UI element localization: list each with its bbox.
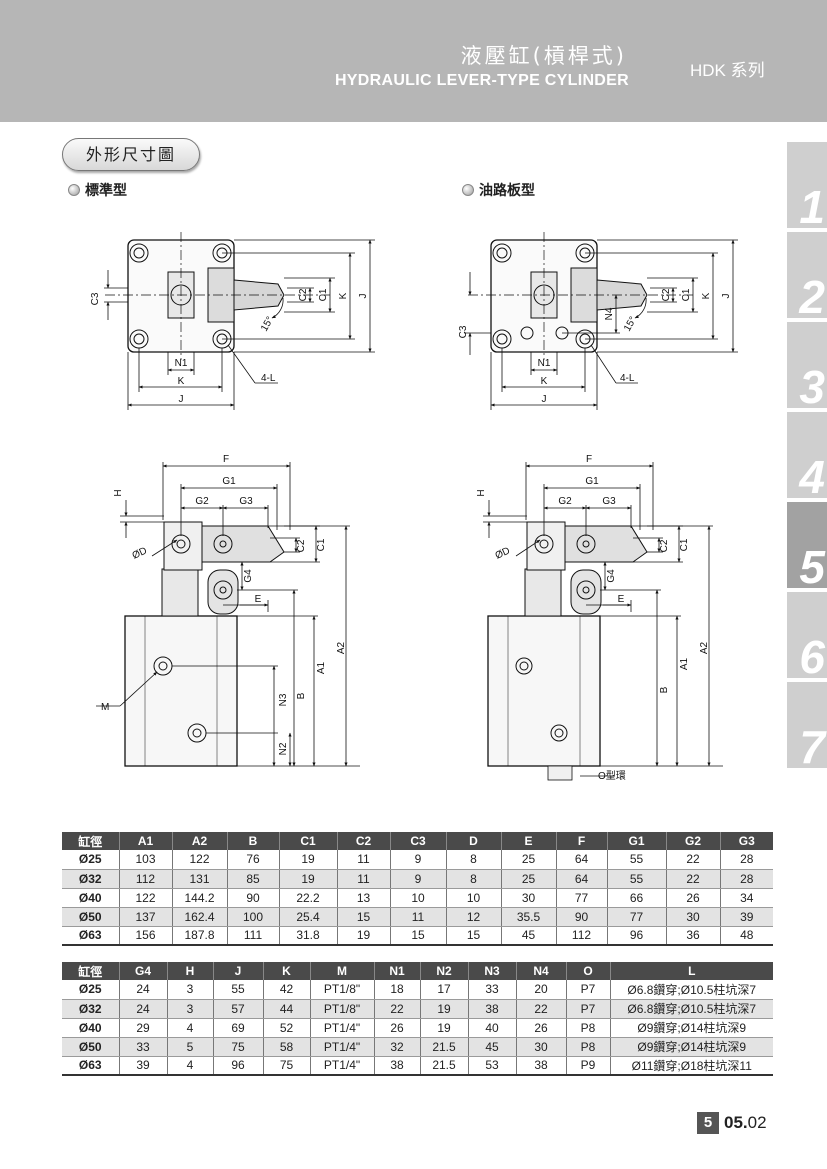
technical-drawings: C3 C2 C1 K J N1 K J 4-L 15°	[90, 232, 738, 782]
page-number-sub: 02	[747, 1113, 767, 1132]
label-n4: N4	[604, 307, 615, 320]
label-a1-manifold: A1	[679, 657, 690, 670]
label-j-manifold: J	[721, 294, 732, 299]
label-k-horizontal: K	[178, 376, 185, 387]
label-c1-manifold: C1	[681, 288, 692, 301]
label-k-horizontal-manifold: K	[541, 376, 548, 387]
table-header-row: 缸徑 G4 H J K M N1 N2 N3 N4 O L	[62, 962, 773, 980]
side-tab-2[interactable]: 2	[787, 232, 827, 318]
side-tab-1[interactable]: 1	[787, 142, 827, 228]
page-number-main: 05.	[724, 1113, 748, 1132]
label-j-horizontal-manifold: J	[542, 394, 547, 405]
label-g3-manifold: G3	[602, 496, 616, 507]
label-g1-manifold: G1	[585, 476, 599, 487]
label-c1: C1	[318, 288, 329, 301]
label-a2: A2	[336, 641, 347, 654]
page-section-badge: 5	[697, 1112, 719, 1134]
label-n1: N1	[175, 358, 188, 369]
label-c3-manifold: C3	[458, 325, 469, 338]
label-g3: G3	[239, 496, 253, 507]
top-view-standard	[105, 232, 330, 360]
side-tab-3[interactable]: 3	[787, 322, 827, 408]
side-view-standard	[124, 521, 285, 767]
label-h-manifold: H	[476, 489, 487, 496]
side-view-manifold	[487, 521, 648, 781]
label-e-manifold: E	[618, 594, 625, 605]
label-d: ØD	[131, 545, 149, 561]
label-n1-manifold: N1	[538, 358, 551, 369]
label-4l-manifold: 4-L	[620, 373, 635, 384]
label-f: F	[223, 454, 229, 465]
label-f-manifold: F	[586, 454, 592, 465]
side-tab-6[interactable]: 6	[787, 592, 827, 678]
label-angle-manifold: 15°	[622, 315, 639, 334]
label-k-manifold: K	[701, 292, 712, 299]
label-c1-side-manifold: C1	[679, 538, 690, 551]
side-tab-5-active[interactable]: 5	[787, 502, 827, 588]
label-4l: 4-L	[261, 373, 276, 384]
variant-standard: 標準型	[68, 180, 127, 200]
bullet-icon	[68, 184, 80, 196]
label-o-ring: O型環	[598, 769, 626, 782]
label-n2: N2	[278, 742, 289, 755]
label-c2-side: C2	[296, 539, 307, 552]
top-view-manifold	[468, 232, 693, 360]
title-chinese: 液壓缸(槓桿式)	[460, 44, 627, 68]
label-n3: N3	[278, 693, 289, 706]
side-tab-7[interactable]: 7	[787, 682, 827, 768]
side-tab-4[interactable]: 4	[787, 412, 827, 498]
label-k: K	[338, 292, 349, 299]
variant-manifold: 油路板型	[462, 180, 535, 200]
label-angle: 15°	[259, 315, 276, 334]
section-label-dimensions: 外形尺寸圖	[62, 138, 200, 171]
label-m: M	[101, 702, 109, 713]
label-g2-manifold: G2	[558, 496, 572, 507]
page-number: 5 05.02	[697, 1112, 767, 1134]
bullet-icon	[462, 184, 474, 196]
label-b: B	[296, 692, 307, 699]
series-label: HDK 系列	[690, 61, 765, 80]
label-g4: G4	[243, 569, 254, 583]
label-j-horizontal: J	[179, 394, 184, 405]
label-c3: C3	[90, 292, 101, 305]
label-h: H	[113, 489, 124, 496]
title-english: HYDRAULIC LEVER-TYPE CYLINDER	[334, 72, 629, 89]
label-j: J	[358, 294, 369, 299]
label-g1: G1	[222, 476, 236, 487]
page-header: 液壓缸(槓桿式) HYDRAULIC LEVER-TYPE CYLINDER H…	[0, 0, 827, 122]
label-b-manifold: B	[659, 686, 670, 693]
label-e: E	[255, 594, 262, 605]
label-c2: C2	[298, 288, 309, 301]
label-d-manifold: ØD	[494, 545, 512, 561]
label-c2-manifold: C2	[661, 288, 672, 301]
label-g4-manifold: G4	[606, 569, 617, 583]
label-c2-side-manifold: C2	[659, 539, 670, 552]
label-g2: G2	[195, 496, 209, 507]
label-a2-manifold: A2	[699, 641, 710, 654]
label-c1-side: C1	[316, 538, 327, 551]
table-header-row: 缸徑 A1 A2 B C1 C2 C3 D E F G1 G2 G3	[62, 832, 773, 850]
label-a1: A1	[316, 661, 327, 674]
